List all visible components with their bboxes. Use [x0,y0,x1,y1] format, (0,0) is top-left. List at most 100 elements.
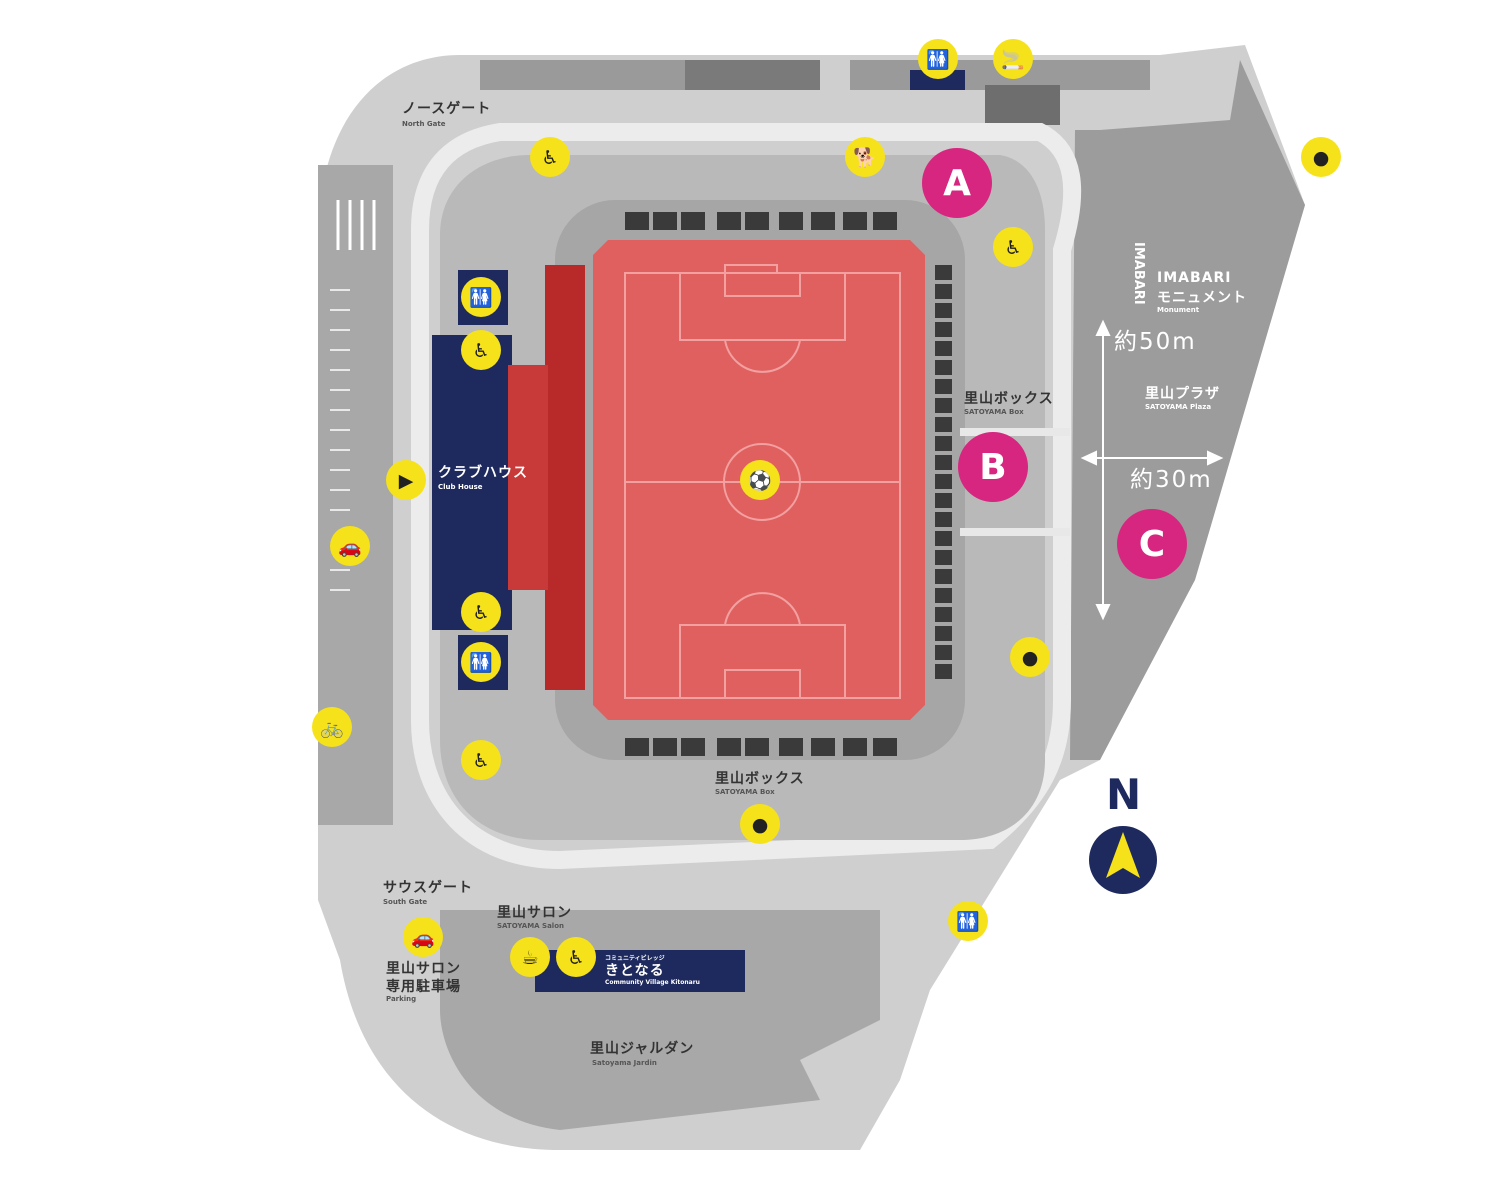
parking-stripes [336,200,376,250]
restroom-icon-glyph: 🚻 [926,48,950,71]
dog-icon-bg [845,137,885,177]
play-icon-bg [386,460,426,500]
seat-block [935,512,952,527]
seat-block [935,664,952,679]
monument-vertical-label: IMABARI [1131,242,1146,305]
kitonaru-label: きとなる [605,963,665,979]
north-gate-label: ノースゲート [402,101,492,117]
player-icon-glyph: ⚽ [747,469,772,492]
bicycle-icon: 🚲 [312,707,352,747]
distance-ns-label: 約50m [1114,329,1197,355]
car-icon: 🚗 [330,526,370,566]
lemon-icon-glyph: ● [1022,647,1039,669]
grapes-icon: ● [1301,137,1341,177]
radish-icon-glyph: ● [752,814,769,836]
wheelchair-icon-glyph: ♿ [472,340,489,362]
coffee-icon: ☕ [510,937,550,977]
seat-block [935,607,952,622]
east-path [960,428,1070,436]
lemon-icon: ● [1010,637,1050,677]
seat-block [935,341,952,356]
salon-parking-label-en: Parking [386,995,417,1003]
wheelchair-icon-glyph: ♿ [541,147,558,169]
seat-block [935,379,952,394]
seat-block [935,588,952,603]
restroom-icon-bg [461,277,501,317]
plaza-area [1070,60,1305,760]
south-stand-seats [625,738,897,756]
dog-icon: 🐕 [845,137,885,177]
lemon-icon-bg [1010,637,1050,677]
monument-label: モニュメント [1157,290,1247,306]
south-gate-label: サウスゲート [383,880,473,896]
radish-icon-bg [740,804,780,844]
satoyama-box-east-label-en: SATOYAMA Box [964,408,1024,416]
north-stand-seats [625,212,897,230]
salon-parking-label-1: 里山サロン [386,961,461,977]
north-gate-label-en: North Gate [402,120,446,128]
satoyama-jardin-label-en: Satoyama Jardin [592,1059,657,1067]
salon-parking-label-2: 専用駐車場 [386,979,461,995]
walkway-ring [411,123,1082,870]
seat-block [935,493,952,508]
icons-layer: ♿♿♿♿♿♿🐕🚻🚻🚻🚻🚬⚽▶🚗🚗🚲☕●●● [312,39,1341,977]
club-house-label: クラブハウス [438,465,528,481]
restroom-icon: 🚻 [461,277,501,317]
car-icon: 🚗 [403,917,443,957]
car-icon-glyph: 🚗 [411,927,435,949]
seat-block [935,436,952,451]
seat-block [935,569,952,584]
restroom-icon-bg [918,39,958,79]
satoyama-salon-label: 里山サロン [497,905,572,921]
seat-block [935,303,952,318]
seat-block [935,398,952,413]
restroom-icon: 🚻 [461,642,501,682]
wheelchair-icon-glyph: ♿ [472,750,489,772]
wheelchair-icon-glyph: ♿ [567,947,584,969]
seat-block [935,474,952,489]
satoyama-box-south-label-en: SATOYAMA Box [715,788,775,796]
dog-icon-glyph: 🐕 [853,146,877,169]
smoking-icon-bg [993,39,1033,79]
seat-block [935,417,952,432]
smoking-icon: 🚬 [993,39,1033,79]
seat-block [935,645,952,660]
coffee-icon-glyph: ☕ [521,947,538,969]
play-icon-glyph: ▶ [399,470,414,492]
compass-arrow-icon [1106,832,1140,878]
satoyama-plaza-label-en: SATOYAMA Plaza [1145,403,1212,411]
east-path [960,528,1070,536]
play-icon: ▶ [386,460,426,500]
kitonaru-label-en: Community Village Kitonaru [605,979,700,986]
satoyama-salon-label-en: SATOYAMA Salon [497,922,564,930]
car-icon-glyph: 🚗 [338,536,362,558]
marker-a[interactable]: A [922,148,992,218]
bicycle-icon-glyph: 🚲 [320,717,344,739]
distance-arrow-ew [1080,450,1224,466]
west-stand-lower [508,365,548,590]
club-house-label-en: Club House [438,483,483,491]
restroom-icon-glyph: 🚻 [469,651,493,674]
restroom-icon-bg [948,901,988,941]
compass-north-label: N [1106,770,1142,819]
satoyama-box-south-label: 里山ボックス [715,771,805,787]
seat-block [935,284,952,299]
wheelchair-icon: ♿ [530,137,570,177]
player-icon: ⚽ [740,460,780,500]
wheelchair-icon: ♿ [993,227,1033,267]
seat-block [935,360,952,375]
satoyama-plaza-label: 里山プラザ [1145,386,1220,402]
kitonaru-small-label: コミュニティビレッジ [605,955,665,962]
restroom-icon-bg [461,642,501,682]
wheelchair-icon-bg [530,137,570,177]
wheelchair-icon: ♿ [556,937,596,977]
marker-b[interactable]: B [958,432,1028,502]
east-stand-seats [935,265,952,679]
marker-c[interactable]: C [1117,509,1187,579]
wheelchair-icon-bg [461,592,501,632]
wheelchair-icon: ♿ [461,740,501,780]
parking-lines [330,289,350,591]
car-icon-bg [403,917,443,957]
coffee-icon-bg [510,937,550,977]
